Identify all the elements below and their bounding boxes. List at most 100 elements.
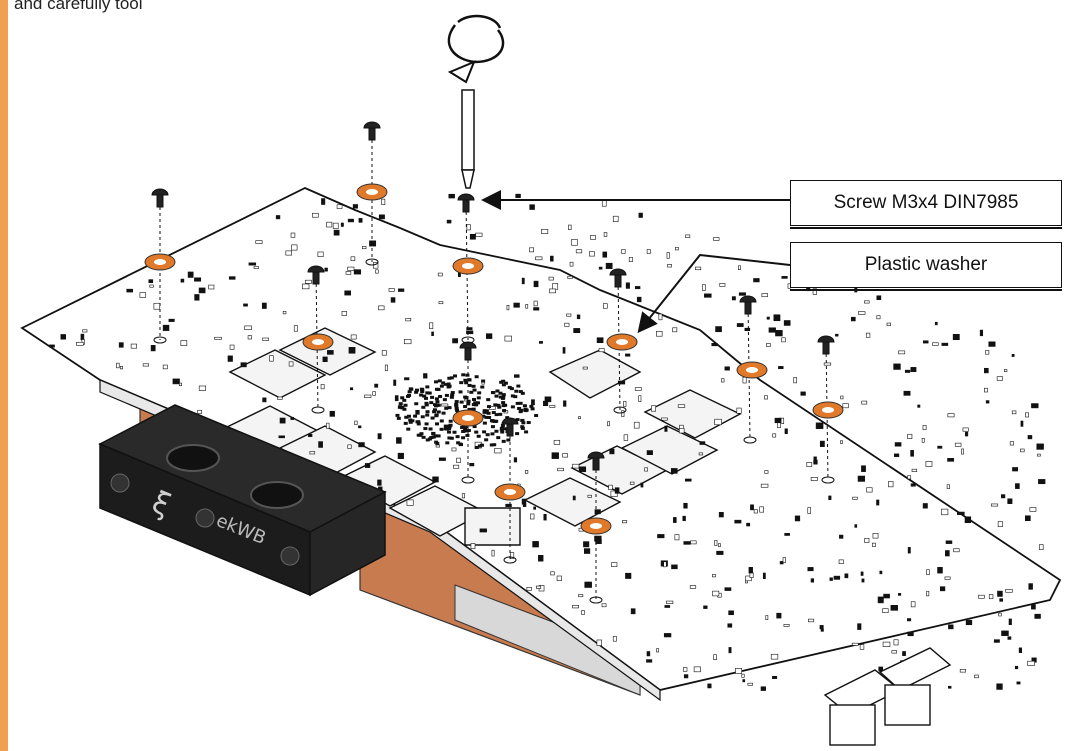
mounting-hole — [613, 406, 627, 414]
smd-component — [760, 483, 769, 488]
bga-component — [454, 404, 459, 408]
smd-component — [279, 417, 286, 424]
bga-component — [420, 415, 425, 419]
bga-component — [434, 397, 439, 401]
smd-component — [840, 395, 844, 400]
smd-component — [965, 431, 969, 437]
bga-component — [494, 413, 499, 417]
bga-component — [439, 384, 444, 388]
bga-component — [432, 410, 437, 414]
smd-component — [453, 464, 460, 469]
smd-component — [605, 262, 613, 269]
smd-component — [551, 452, 559, 459]
smd-component — [614, 487, 620, 494]
bga-component — [450, 393, 455, 397]
smd-component — [633, 421, 640, 429]
washer-hole — [504, 489, 516, 495]
smd-component — [543, 400, 549, 406]
bga-component — [503, 381, 508, 385]
bga-component — [500, 424, 505, 428]
smd-component — [634, 286, 641, 290]
bga-component — [429, 401, 434, 405]
smd-component — [857, 623, 862, 630]
smd-component — [623, 434, 629, 441]
smd-component — [861, 578, 865, 583]
smd-component — [1020, 448, 1025, 453]
smd-component — [429, 322, 434, 330]
bga-component — [431, 435, 436, 439]
smd-component — [530, 513, 535, 520]
bga-component — [477, 391, 482, 395]
smd-component — [572, 463, 580, 469]
smd-component — [625, 572, 632, 579]
bga-component — [448, 419, 453, 423]
smd-component — [953, 548, 960, 553]
smd-component — [347, 218, 354, 223]
bga-component — [513, 395, 518, 399]
smd-component — [724, 366, 730, 371]
bga-component — [506, 438, 511, 442]
smd-component — [253, 266, 259, 269]
smd-component — [861, 465, 866, 472]
smd-component — [168, 318, 175, 322]
screw — [501, 417, 519, 437]
smd-component — [594, 535, 602, 542]
bga-component — [406, 414, 411, 418]
bga-component — [414, 390, 419, 394]
bga-component — [496, 403, 501, 407]
bga-component — [460, 425, 465, 429]
smd-component — [275, 215, 281, 220]
bga-component — [427, 391, 432, 395]
smd-component — [693, 666, 701, 673]
bga-component — [526, 421, 531, 425]
smd-component — [835, 333, 839, 337]
smd-component — [277, 396, 283, 400]
smd-component — [883, 593, 890, 599]
smd-component — [374, 383, 379, 388]
smd-component — [838, 559, 844, 564]
smd-component — [513, 302, 520, 308]
smd-component — [598, 348, 605, 353]
smd-component — [753, 278, 760, 283]
smd-component — [347, 444, 352, 449]
smd-component — [1011, 354, 1015, 357]
smd-component — [819, 440, 825, 447]
smd-component — [644, 467, 649, 472]
smd-component — [329, 410, 335, 417]
smd-component — [959, 669, 966, 673]
smd-component — [651, 405, 656, 412]
bga-component — [429, 436, 434, 440]
smd-component — [148, 279, 154, 284]
smd-component — [1028, 583, 1033, 590]
bga-component — [424, 422, 429, 426]
smd-component — [683, 502, 688, 509]
smd-component — [922, 340, 929, 344]
smd-component — [794, 515, 801, 522]
smd-component — [531, 399, 535, 406]
bga-component — [434, 413, 439, 417]
smd-component — [813, 456, 817, 461]
smd-component — [1034, 613, 1041, 619]
bga-component — [501, 395, 506, 399]
bga-component — [466, 399, 471, 403]
bga-component — [463, 405, 468, 409]
smd-component — [494, 447, 502, 454]
smd-component — [829, 577, 833, 581]
smd-component — [341, 311, 347, 316]
smd-component — [858, 311, 866, 315]
smd-component — [247, 335, 252, 340]
smd-component — [415, 410, 420, 415]
smd-component — [859, 644, 865, 650]
smd-component — [937, 567, 943, 574]
smd-component — [278, 435, 285, 439]
bga-component — [520, 418, 525, 422]
smd-component — [553, 439, 561, 445]
bga-component — [498, 412, 503, 416]
smd-component — [742, 679, 746, 683]
bga-component — [472, 425, 477, 429]
bga-component — [479, 443, 484, 447]
smd-component — [288, 361, 294, 367]
smd-component — [634, 387, 642, 391]
bga-component — [520, 426, 525, 430]
smd-component — [810, 477, 818, 481]
